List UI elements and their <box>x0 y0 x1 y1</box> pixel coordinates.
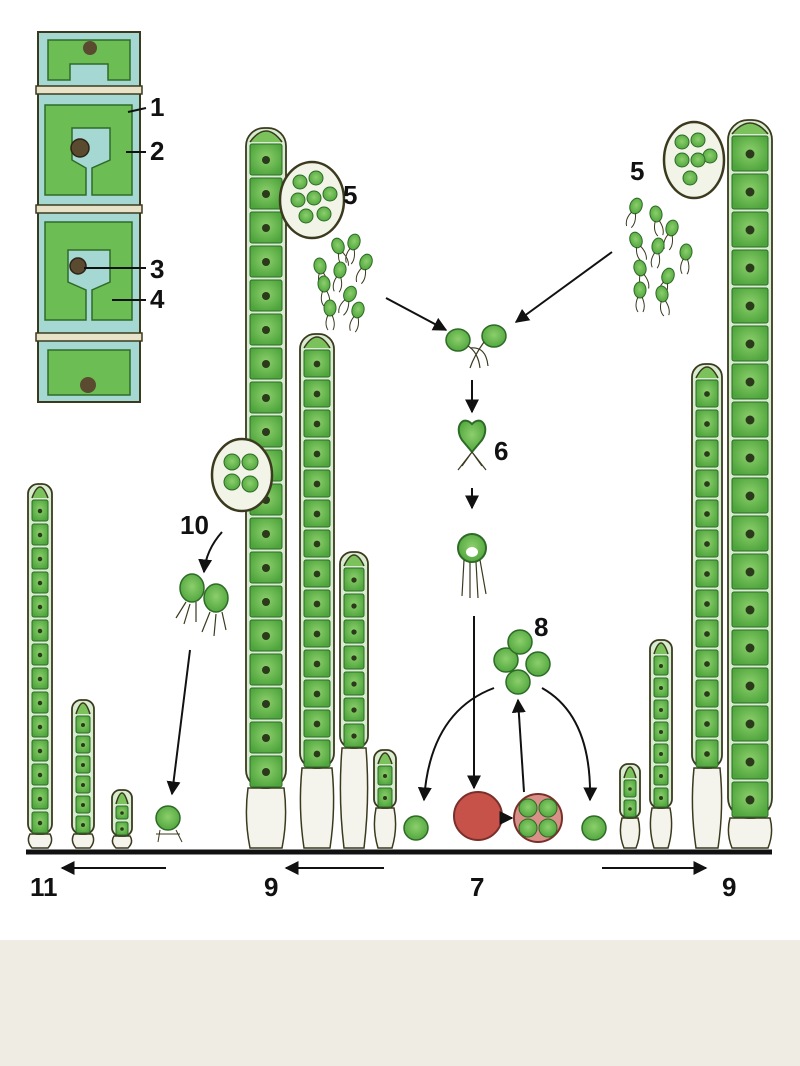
filament-short-2 <box>619 763 641 849</box>
zoosporangium-right <box>662 120 726 200</box>
gamete-cell <box>625 197 643 229</box>
gamete-cell <box>655 285 670 317</box>
zygospore <box>453 791 503 841</box>
stage-label-7: 7 <box>470 872 484 902</box>
bottom-blank-panel <box>0 940 800 1066</box>
callout-label-4: 4 <box>150 284 165 314</box>
gamete-cell <box>313 257 328 289</box>
filament-young-2 <box>71 699 95 849</box>
stage-label-9-right: 9 <box>722 872 736 902</box>
meiospores <box>493 629 551 695</box>
stage-label-6: 6 <box>494 436 508 466</box>
gamete-cell <box>633 281 647 313</box>
callout-label-3: 3 <box>150 254 164 284</box>
inset-cell-detail: 1 2 3 4 <box>35 31 165 403</box>
zoospores-asexual <box>175 573 229 637</box>
filament-mid-1 <box>299 333 335 849</box>
callout-label-1: 1 <box>150 92 164 122</box>
filament-mid-2 <box>339 551 369 849</box>
stage-label-10: 10 <box>180 510 209 540</box>
stage-label-9-mid: 9 <box>264 872 278 902</box>
ulothrix-life-cycle-diagram: 1 2 3 4 <box>26 31 773 902</box>
gamete-cell <box>629 231 647 262</box>
swimmer-cells-group <box>313 197 693 333</box>
filament-young-3 <box>111 789 133 849</box>
zoosporangium-left-lower <box>210 437 274 513</box>
zoosporangium-left-upper <box>278 160 346 240</box>
zygote-germinating <box>457 533 487 599</box>
zygote <box>457 419 487 471</box>
gamete-cell <box>317 275 331 307</box>
gamete-cell <box>650 237 665 269</box>
gamete-cell <box>355 253 373 285</box>
fusing-gametes <box>445 324 507 369</box>
filament-tall-left <box>245 127 287 849</box>
filament-short-1 <box>373 749 397 849</box>
zygospore-dividing <box>513 793 563 843</box>
filament-young-1 <box>27 483 53 849</box>
stage-label-5-left: 5 <box>343 180 357 210</box>
stage-label-11: 11 <box>30 872 58 902</box>
filament-right-1 <box>649 639 673 849</box>
stage-label-5-right: 5 <box>630 156 644 186</box>
filaments-group <box>27 119 773 849</box>
gamete-cell <box>345 233 361 265</box>
gamete-cell <box>338 285 357 316</box>
stage-label-8: 8 <box>534 612 548 642</box>
filament-tall-right <box>727 119 773 849</box>
arrows-group <box>60 251 708 875</box>
gamete-cell <box>323 299 337 331</box>
callout-label-2: 2 <box>150 136 164 166</box>
gamete-cell <box>679 243 693 275</box>
settled-spores <box>155 805 607 843</box>
gamete-cell <box>332 261 347 293</box>
filament-right-2 <box>691 363 723 849</box>
gamete-cell <box>349 301 365 333</box>
gamete-cell <box>649 205 664 237</box>
